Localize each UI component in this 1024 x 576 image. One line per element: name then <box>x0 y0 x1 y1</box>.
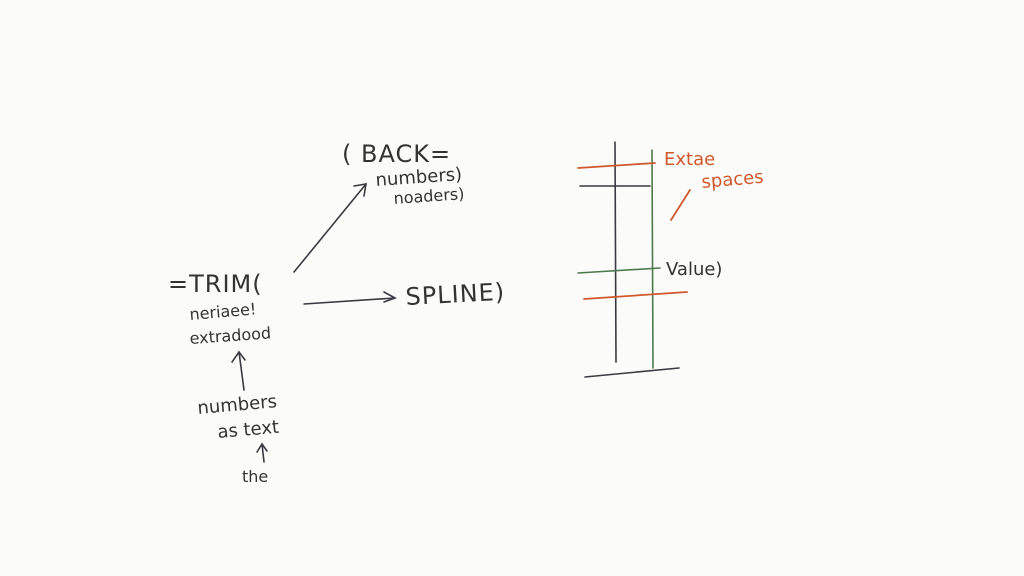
trim-label: =TRIM( <box>168 270 263 298</box>
back-label: ( BACK= <box>342 140 451 168</box>
trim-sub-2: extradood <box>189 323 272 348</box>
spline-label: SPLINE) <box>405 278 506 311</box>
value-label: Value) <box>666 259 722 280</box>
spaces-label: spaces <box>701 167 765 193</box>
numbers-label: numbers <box>197 391 278 419</box>
grid-sketch <box>577 141 691 378</box>
arrow-to-spline <box>303 291 397 305</box>
the-label: the <box>242 467 268 486</box>
extae-label: Extae <box>664 149 715 170</box>
trim-sub-1: neriaee! <box>189 299 257 324</box>
back-sub-2: noaders) <box>393 184 465 208</box>
arrow-to-back <box>293 183 367 273</box>
arrow-up-to-numbers <box>256 442 268 463</box>
as-text-label: as text <box>217 417 280 443</box>
arrow-up-to-trim <box>231 350 246 391</box>
